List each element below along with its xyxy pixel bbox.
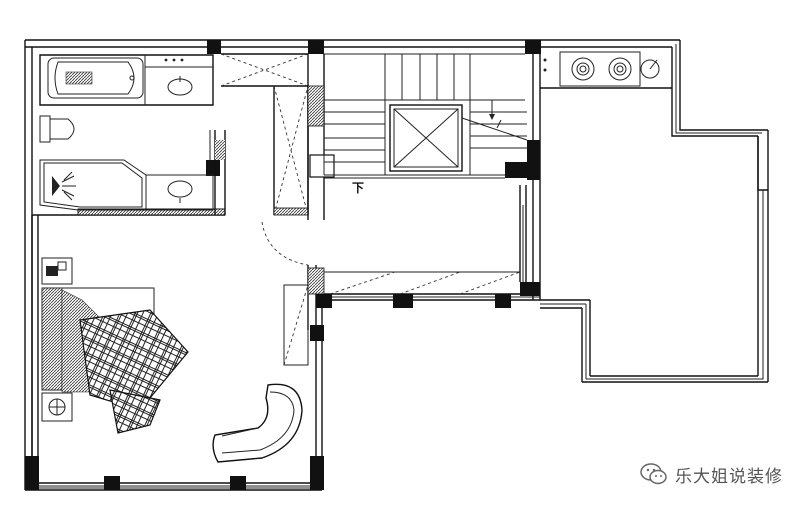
lamp-icon bbox=[41, 392, 73, 422]
washbasin-top bbox=[164, 58, 193, 96]
washbasin-bottom bbox=[167, 180, 193, 203]
watermark: 乐大姐说装修 bbox=[639, 458, 783, 490]
closet-corridor bbox=[220, 53, 335, 366]
corridor-window bbox=[324, 185, 527, 295]
bathroom bbox=[32, 54, 226, 216]
watermark-text: 乐大姐说装修 bbox=[675, 466, 783, 487]
bathtub bbox=[47, 57, 144, 99]
structural-columns bbox=[25, 40, 541, 490]
bedroom-furniture bbox=[31, 215, 303, 483]
phone-icon bbox=[41, 257, 73, 285]
toilet bbox=[39, 115, 75, 143]
staircase: 下 bbox=[323, 53, 528, 195]
shower bbox=[39, 159, 214, 211]
bed bbox=[41, 287, 189, 434]
lounge-chair bbox=[212, 383, 303, 463]
stair-down-label: 下 bbox=[352, 181, 364, 195]
kitchen-balcony bbox=[540, 39, 769, 383]
wechat-icon bbox=[640, 463, 667, 485]
exterior-walls bbox=[24, 39, 541, 491]
